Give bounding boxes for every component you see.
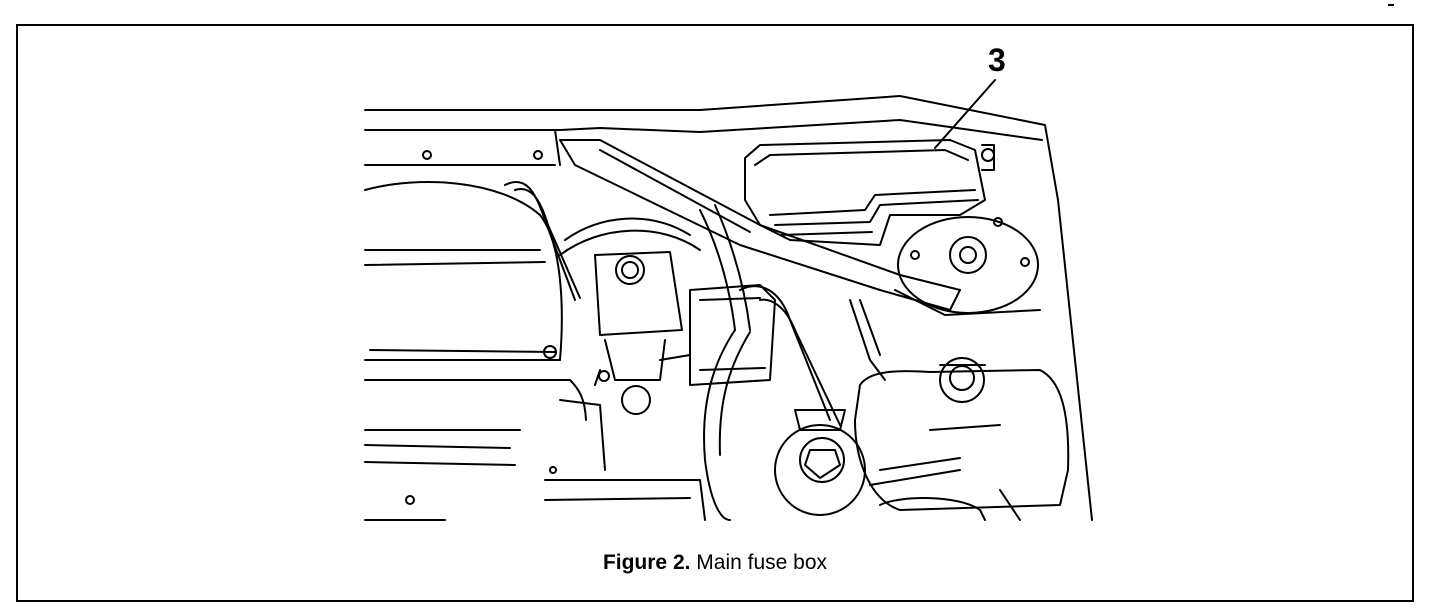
brake-reservoir xyxy=(559,217,701,415)
callout-number-3: 3 xyxy=(988,42,1006,78)
figure-caption: Figure 2. Main fuse box xyxy=(0,550,1430,576)
hose-left xyxy=(504,180,581,301)
air-box xyxy=(364,181,587,521)
lower-components xyxy=(544,399,1021,521)
strut-bar xyxy=(559,139,961,311)
engine-bay-illustration xyxy=(364,79,1093,521)
figure-frame xyxy=(16,24,1414,602)
main-fuse-box xyxy=(744,139,995,246)
callout-leader-line xyxy=(934,79,996,149)
caption-text: Main fuse box xyxy=(690,551,828,574)
corner-mark xyxy=(1388,4,1394,6)
caption-number: Figure 2. xyxy=(602,551,691,574)
strut-tower xyxy=(894,216,1041,316)
fender-panel xyxy=(364,95,1093,521)
central-hoses xyxy=(689,204,886,521)
oil-filler-cap xyxy=(774,409,866,516)
coolant-tank xyxy=(854,357,1070,511)
